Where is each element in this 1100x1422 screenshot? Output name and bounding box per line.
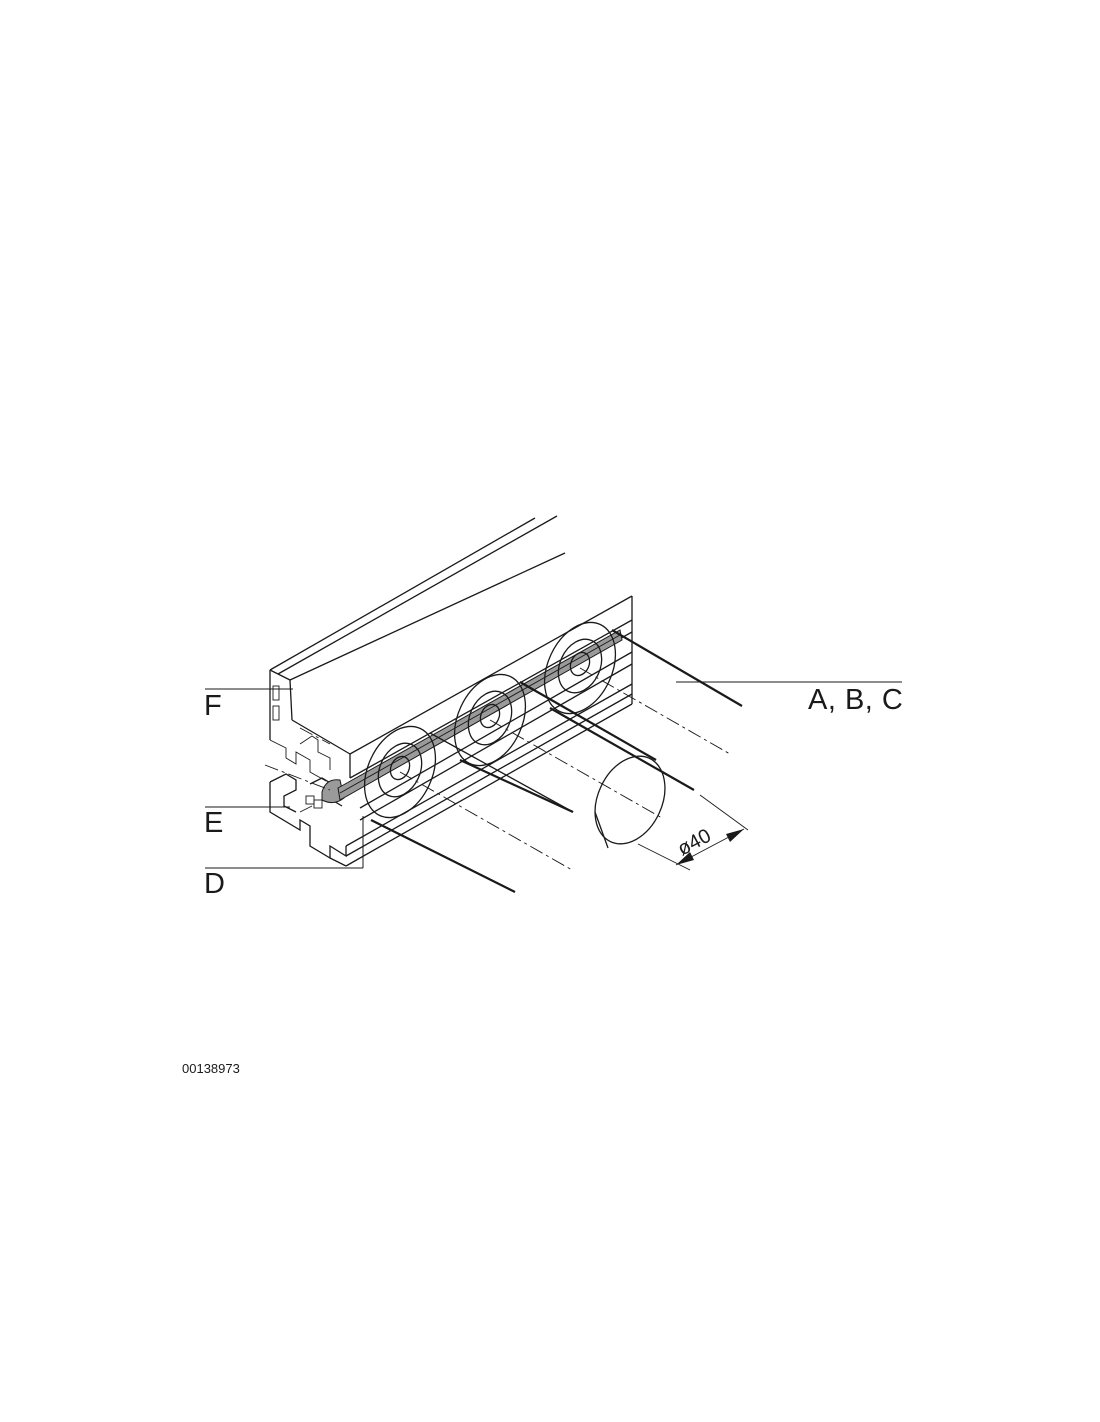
roller-1	[363, 725, 574, 893]
document-id: 00138973	[182, 1061, 240, 1076]
diameter-dimension: ø40	[637, 794, 749, 871]
roller-2	[453, 673, 657, 813]
leader-lines	[205, 681, 902, 869]
roller-shaft-rail	[321, 629, 623, 804]
roller-3	[543, 621, 743, 791]
center-lines	[264, 667, 731, 871]
callout-abc: A, B, C	[808, 684, 904, 716]
callout-f: F	[204, 690, 223, 722]
upper-profile	[269, 515, 633, 782]
transported-cylinder	[594, 755, 666, 849]
callout-d: D	[204, 868, 226, 900]
callout-e: E	[204, 807, 224, 839]
